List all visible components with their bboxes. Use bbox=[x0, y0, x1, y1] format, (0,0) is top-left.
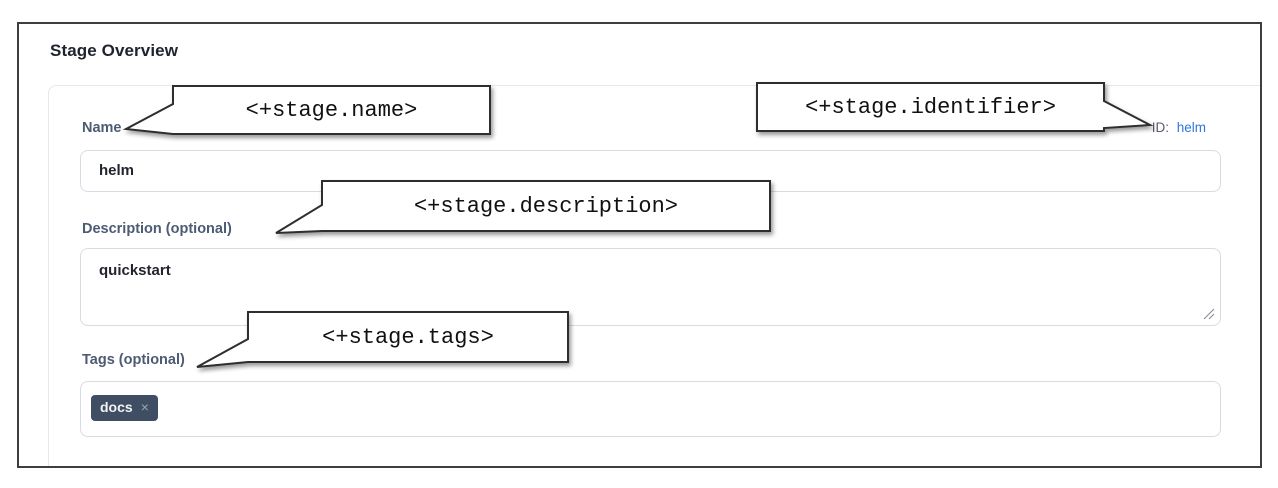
name-input-value: helm bbox=[99, 162, 135, 179]
tags-label: Tags (optional) bbox=[82, 352, 185, 368]
stage-overview-card: Stage Overview Name ID: helm helm Descri… bbox=[17, 22, 1262, 468]
id-value: helm bbox=[1176, 120, 1206, 135]
identifier-callout-text: <+stage.identifier> bbox=[805, 94, 1056, 120]
tags-input[interactable]: docs × bbox=[80, 381, 1221, 437]
tag-chip-docs: docs × bbox=[91, 395, 158, 421]
textarea-resize-handle-icon[interactable] bbox=[1202, 307, 1216, 321]
name-label: Name bbox=[82, 120, 122, 136]
name-input[interactable]: helm bbox=[80, 150, 1221, 192]
stage-id: ID: helm bbox=[1152, 120, 1206, 136]
id-caption: ID: bbox=[1151, 120, 1169, 135]
description-value: quickstart bbox=[99, 262, 171, 279]
identifier-callout-bubble bbox=[756, 82, 1154, 132]
tag-remove-icon[interactable]: × bbox=[140, 399, 149, 415]
page-title: Stage Overview bbox=[50, 41, 179, 60]
tags-callout-bubble bbox=[196, 311, 569, 368]
tag-chip-label: docs bbox=[100, 399, 133, 415]
name-callout-text: <+stage.name> bbox=[245, 97, 418, 123]
tags-callout-text: <+stage.tags> bbox=[322, 324, 494, 350]
description-callout-text: <+stage.description> bbox=[413, 193, 679, 219]
description-label: Description (optional) bbox=[82, 221, 232, 237]
description-callout-bubble bbox=[275, 180, 771, 234]
name-callout-bubble bbox=[122, 85, 491, 135]
